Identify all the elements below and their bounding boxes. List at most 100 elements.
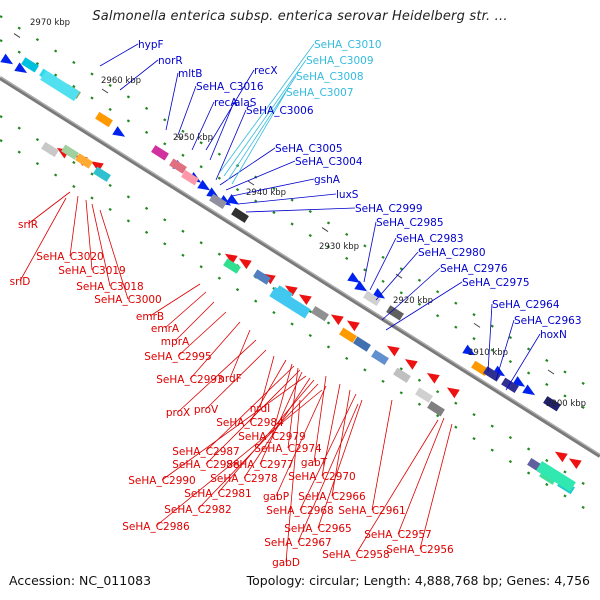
feature-block bbox=[543, 396, 561, 412]
label-connectors bbox=[19, 43, 541, 563]
label-connector bbox=[217, 379, 315, 494]
reverse-gene-arrow bbox=[224, 253, 238, 265]
feature-block bbox=[223, 258, 241, 274]
label-connector bbox=[231, 91, 287, 185]
label-connector bbox=[237, 193, 337, 205]
gene-label: hoxN bbox=[540, 329, 567, 341]
label-connector bbox=[177, 311, 227, 357]
gene-label: SeHA_C3007 bbox=[286, 87, 354, 99]
gene-label: SeHA_C2968 bbox=[266, 505, 334, 517]
forward-gene-arrow bbox=[354, 280, 368, 292]
gene-label: SeHA_C2987 bbox=[172, 446, 240, 458]
gene-label: SeHA_C3008 bbox=[296, 71, 364, 83]
label-connector bbox=[231, 178, 315, 197]
feature-block bbox=[95, 111, 113, 128]
gene-label: SeHA_C2956 bbox=[386, 544, 454, 556]
label-connector bbox=[245, 207, 356, 213]
gene-label: SeHA_C2976 bbox=[440, 263, 508, 275]
tick-mark bbox=[13, 33, 21, 38]
label-connector bbox=[495, 319, 515, 381]
map-title: Salmonella enterica subsp. enterica sero… bbox=[92, 9, 508, 24]
label-connector bbox=[164, 291, 207, 329]
feature-block bbox=[386, 305, 404, 321]
gene-label: emrB bbox=[136, 311, 164, 323]
forward-gene-arrow bbox=[14, 62, 28, 74]
feature-block bbox=[169, 158, 187, 174]
gene-label: SeHA_C2995 bbox=[144, 351, 212, 363]
label-connector bbox=[119, 59, 159, 91]
label-connector bbox=[149, 283, 201, 317]
label-connector bbox=[225, 160, 296, 191]
gene-label: SeHA_C2978 bbox=[210, 473, 278, 485]
accession-text: Accession: NC_011083 bbox=[9, 573, 152, 588]
reverse-gene-arrow bbox=[238, 258, 252, 270]
feature-block bbox=[339, 327, 357, 343]
label-connector bbox=[487, 303, 493, 373]
feature-block bbox=[75, 153, 93, 169]
gene-label: SeHA_C3000 bbox=[94, 294, 162, 306]
gene-label: SeHA_C2965 bbox=[284, 523, 352, 535]
feature-tracks bbox=[0, 53, 582, 495]
label-connector bbox=[375, 251, 419, 301]
tick-label: 2950 kbp bbox=[173, 133, 213, 143]
gene-label: norR bbox=[158, 55, 183, 67]
reverse-gene-arrow bbox=[330, 314, 344, 326]
feature-block bbox=[393, 367, 411, 383]
tick-label: 2900 kbp bbox=[546, 399, 586, 409]
tick-mark bbox=[473, 322, 481, 328]
gene-label: SeHA_C3016 bbox=[196, 81, 264, 93]
feature-block bbox=[21, 57, 39, 73]
reverse-gene-arrow bbox=[346, 320, 360, 332]
gene-label: SeHA_C2958 bbox=[322, 549, 390, 561]
gene-label: SeHA_C3005 bbox=[275, 143, 343, 155]
feature-block bbox=[427, 401, 445, 417]
gene-label: mprA bbox=[161, 336, 190, 348]
gene-label: luxS bbox=[336, 189, 359, 201]
gene-label: SeHA_C3010 bbox=[314, 39, 382, 51]
tick-mark bbox=[395, 273, 403, 279]
label-connector bbox=[381, 267, 441, 321]
reverse-gene-arrow bbox=[90, 161, 104, 172]
gene-label: SeHA_C2974 bbox=[254, 443, 322, 455]
label-connector bbox=[227, 75, 297, 181]
feature-block bbox=[231, 207, 249, 223]
reverse-gene-arrow bbox=[298, 294, 312, 305]
gene-label: nrdF bbox=[218, 373, 242, 385]
label-connector bbox=[85, 199, 93, 271]
gene-label: SeHA_C2988 bbox=[172, 459, 240, 471]
feature-block bbox=[61, 144, 79, 160]
gene-label: proX bbox=[166, 407, 190, 419]
label-connector bbox=[215, 109, 247, 181]
label-connector bbox=[363, 221, 377, 283]
tick-label: 2940 kbp bbox=[246, 188, 286, 198]
label-connector bbox=[155, 389, 323, 527]
tick-label: 2910 kbp bbox=[468, 348, 508, 358]
gene-label: gabT bbox=[301, 457, 328, 469]
tick-label: 2930 kbp bbox=[319, 242, 359, 252]
gene-label: SeHA_C2966 bbox=[298, 491, 366, 503]
label-connector bbox=[205, 365, 295, 452]
label-connector bbox=[271, 363, 293, 437]
label-connector bbox=[371, 399, 393, 511]
label-connector bbox=[161, 375, 307, 481]
feature-block bbox=[40, 70, 80, 102]
label-connector bbox=[275, 385, 327, 497]
gene-label: mltB bbox=[178, 68, 202, 80]
label-connector bbox=[19, 197, 67, 282]
label-connector bbox=[91, 203, 111, 287]
label-connector bbox=[287, 367, 299, 449]
feature-block bbox=[41, 141, 59, 158]
gene-label: hypF bbox=[138, 39, 164, 51]
gene-label: SeHA_C3019 bbox=[58, 265, 126, 277]
gene-label: SeHA_C3020 bbox=[36, 251, 104, 263]
feature-block bbox=[363, 290, 381, 307]
gene-label: recX bbox=[254, 65, 278, 77]
label-connector bbox=[369, 237, 397, 291]
label-connector bbox=[219, 43, 315, 173]
feature-block bbox=[415, 387, 433, 403]
reverse-gene-arrow bbox=[404, 359, 418, 370]
label-connector bbox=[99, 209, 129, 300]
forward-gene-arrow bbox=[226, 193, 240, 205]
